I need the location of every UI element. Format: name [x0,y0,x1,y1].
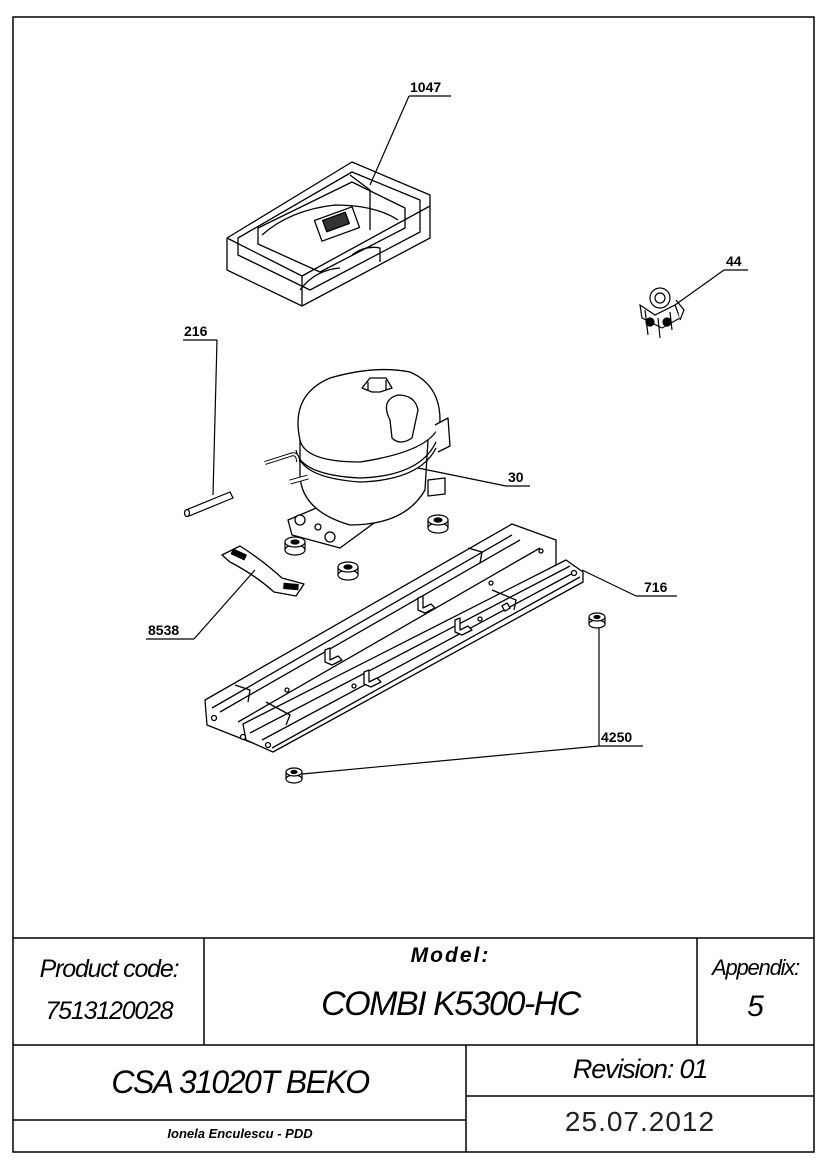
part-8538-plate [221,545,305,597]
part-44-relay [639,287,685,339]
part-30-compressor [264,368,451,549]
grommets [284,514,606,784]
author: Ionela Enculescu - PDD [167,1126,313,1141]
product-code-value: 7513120028 [45,997,173,1025]
product-code-label: Product code: [39,955,180,983]
callout-4250: 4250 [601,729,633,745]
callout-8538: 8538 [148,622,180,638]
sheet-frame [12,16,815,1153]
callout-44: 44 [726,253,742,269]
title-block-grid [13,937,814,1152]
callout-716: 716 [644,579,668,595]
leader-lines [146,95,748,775]
date: 25.07.2012 [564,1106,716,1137]
revision: Revision: 01 [572,1054,708,1084]
callout-1047: 1047 [410,79,442,95]
appendix-value: 5 [747,990,764,1023]
part-716-rails [204,523,584,753]
part-216-pin [183,491,234,518]
appendix-label: Appendix: [711,955,800,980]
model-label: Model: [410,944,491,967]
part-1047-tray [226,161,431,307]
drawing-name: CSA 31020T BEKO [111,1064,370,1100]
model-value: COMBI K5300-HC [321,985,581,1023]
callout-216: 216 [184,323,208,339]
callout-30: 30 [508,469,524,485]
